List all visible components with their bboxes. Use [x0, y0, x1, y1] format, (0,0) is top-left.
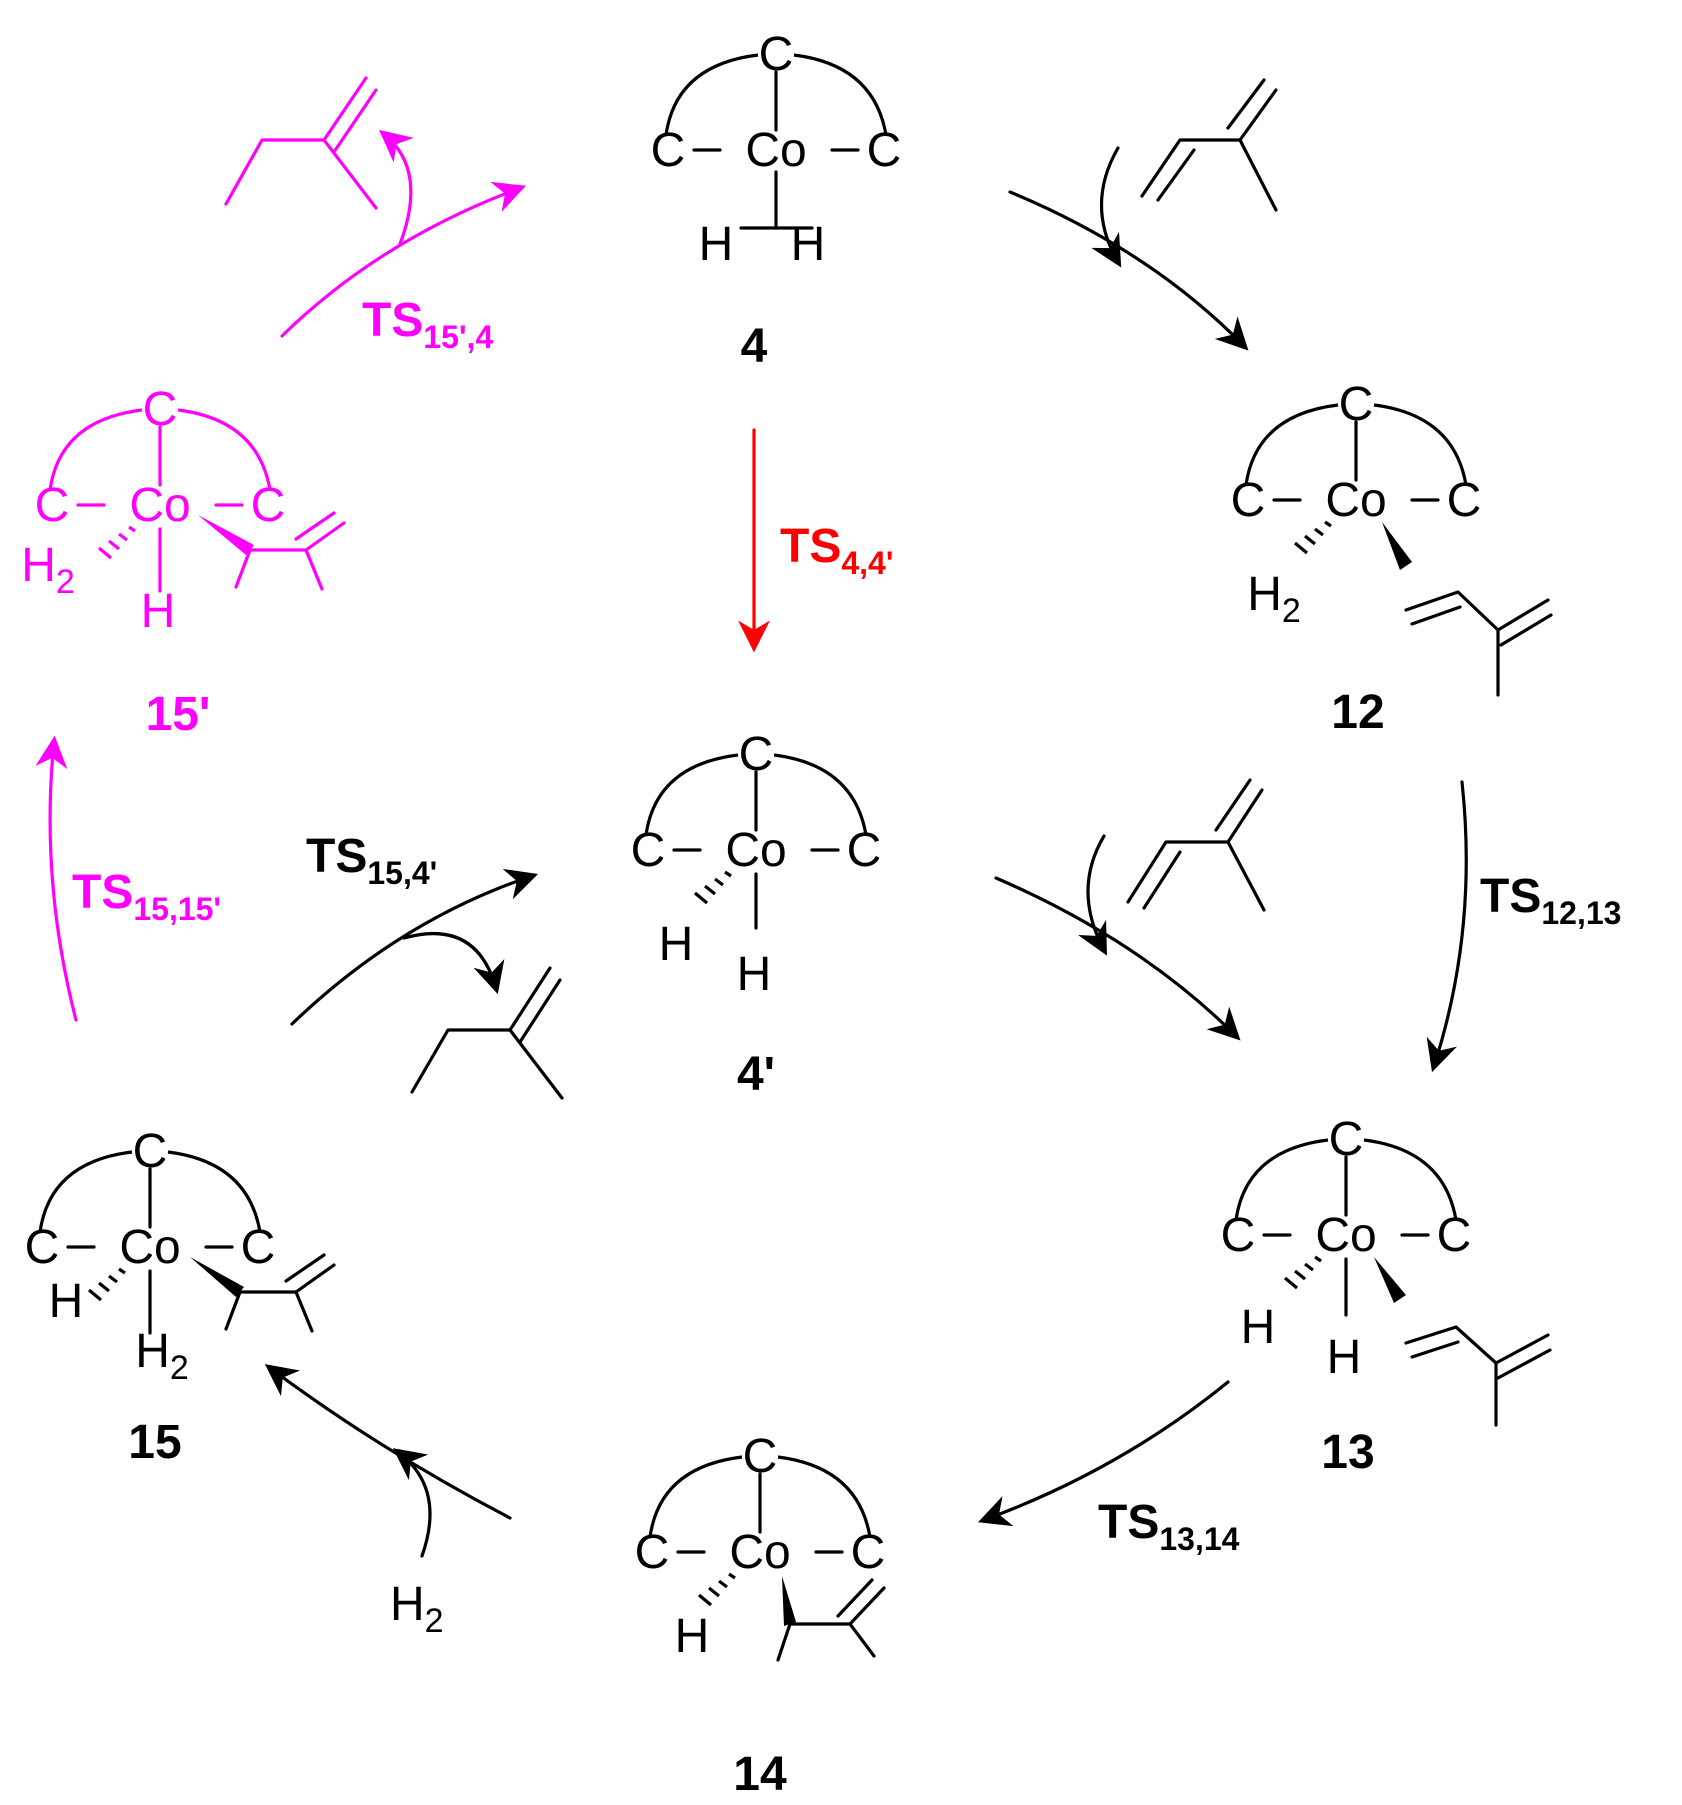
carbon-left-atom: C [651, 124, 686, 177]
arrow-4-to-12 [1008, 190, 1249, 351]
ts-15-4-prime-label: TS15,4' [306, 830, 437, 891]
wedge-bond [1374, 1257, 1406, 1303]
hydrogen-atom: H [1327, 1331, 1362, 1384]
carbon-right-atom: C [867, 124, 902, 177]
ts-12-13-label: TS12,13 [1480, 870, 1621, 931]
carbon-top-atom: C [133, 1125, 168, 1178]
arrow-14-to-15 [264, 1364, 512, 1520]
carbon-left-atom: C [631, 824, 666, 877]
compound-14-label: 14 [733, 1748, 787, 1801]
arrow-15-to-15-prime [35, 735, 78, 1022]
carbon-left-atom: C [25, 1221, 60, 1274]
wedge-bond [1382, 522, 1412, 570]
arrow-15-prime-to-4 [280, 181, 526, 338]
ts-15-prime-4-label: TS15',4 [362, 294, 493, 355]
h2-ligand: H2 [1247, 568, 1301, 630]
wedge-bond [198, 515, 254, 555]
methylbutene-product-bottom [410, 966, 564, 1100]
arrow-alkene-release-top [379, 129, 414, 246]
isoprene-reagent-middle [1126, 778, 1266, 912]
carbon-top-atom: C [143, 383, 178, 436]
compound-14-structure: C Co C C H [635, 1430, 886, 1663]
compound-4-prime-label: 4' [737, 1048, 775, 1101]
cobalt-atom: Co [129, 479, 190, 532]
hydrogen-atom: H [791, 218, 826, 271]
carbon-right-atom: C [847, 824, 882, 877]
cobalt-atom: Co [1315, 1209, 1376, 1262]
carbon-right-atom: C [241, 1221, 276, 1274]
carbon-left-atom: C [1221, 1209, 1256, 1262]
arrow-alkene-release-bottom [402, 932, 505, 995]
carbon-left-atom: C [35, 479, 70, 532]
compound-4-label: 4 [741, 320, 768, 373]
compound-12-structure: C Co C C H2 [1231, 378, 1553, 697]
carbon-right-atom: C [1437, 1209, 1472, 1262]
carbon-right-atom: C [851, 1526, 886, 1579]
cobalt-atom: Co [745, 124, 806, 177]
ts-15-15-prime-label: TS15,15' [72, 866, 221, 927]
compound-4-prime-structure: C Co C C H H [631, 728, 882, 1001]
arrow-isoprene-addition-top [1091, 146, 1122, 268]
wedge-bond [190, 1257, 244, 1297]
ts-13-14-label: TS13,14 [1098, 1496, 1240, 1557]
compound-13-structure: C Co C C H H [1221, 1113, 1552, 1427]
compound-15-label: 15 [128, 1416, 181, 1469]
arrow-13-to-14 [977, 1380, 1230, 1527]
cobalt-atom: Co [729, 1526, 790, 1579]
hydrogen-atom: H [1241, 1301, 1276, 1354]
carbon-left-atom: C [635, 1526, 670, 1579]
carbon-top-atom: C [759, 28, 794, 81]
hydrogen-atom: H [699, 218, 734, 271]
hydrogen-atom: H [737, 948, 772, 1001]
arrow-isoprene-addition-middle [1077, 834, 1108, 956]
compound-13-label: 13 [1321, 1426, 1374, 1479]
h2-ligand: H2 [21, 539, 75, 601]
compound-4-structure: C Co C C H H [651, 28, 902, 271]
wedge-bond [782, 1576, 796, 1626]
compound-15-prime-label: 15' [146, 688, 211, 741]
compound-15-prime-structure: C Co C C H2 H [21, 383, 346, 638]
carbon-top-atom: C [1339, 378, 1374, 431]
carbon-left-atom: C [1231, 474, 1266, 527]
h2-reagent-label: H2 [390, 1578, 444, 1640]
ts-4-4-prime-label: TS4,4' [780, 520, 893, 581]
arrow-h2-addition [392, 1448, 432, 1558]
isoprene-reagent-top [1140, 78, 1278, 212]
cobalt-atom: Co [119, 1221, 180, 1274]
methylbutene-product-top [224, 76, 378, 210]
hydrogen-atom: H [49, 1275, 84, 1328]
carbon-right-atom: C [251, 479, 286, 532]
compound-15-structure: C Co C C H H2 [25, 1125, 336, 1387]
cobalt-atom: Co [1325, 474, 1386, 527]
carbon-top-atom: C [1329, 1113, 1364, 1166]
h2-ligand: H2 [135, 1325, 189, 1387]
hydrogen-atom: H [141, 585, 176, 638]
hydrogen-atom: H [675, 1610, 710, 1663]
carbon-top-atom: C [739, 728, 774, 781]
arrow-12-to-13 [1426, 780, 1468, 1073]
carbon-top-atom: C [743, 1430, 778, 1483]
arrow-4-prime-to-13 [994, 876, 1241, 1041]
carbon-right-atom: C [1447, 474, 1482, 527]
arrow-15-to-4-prime [290, 868, 539, 1026]
hydrogen-atom: H [659, 918, 694, 971]
cobalt-atom: Co [725, 824, 786, 877]
compound-12-label: 12 [1331, 686, 1384, 739]
